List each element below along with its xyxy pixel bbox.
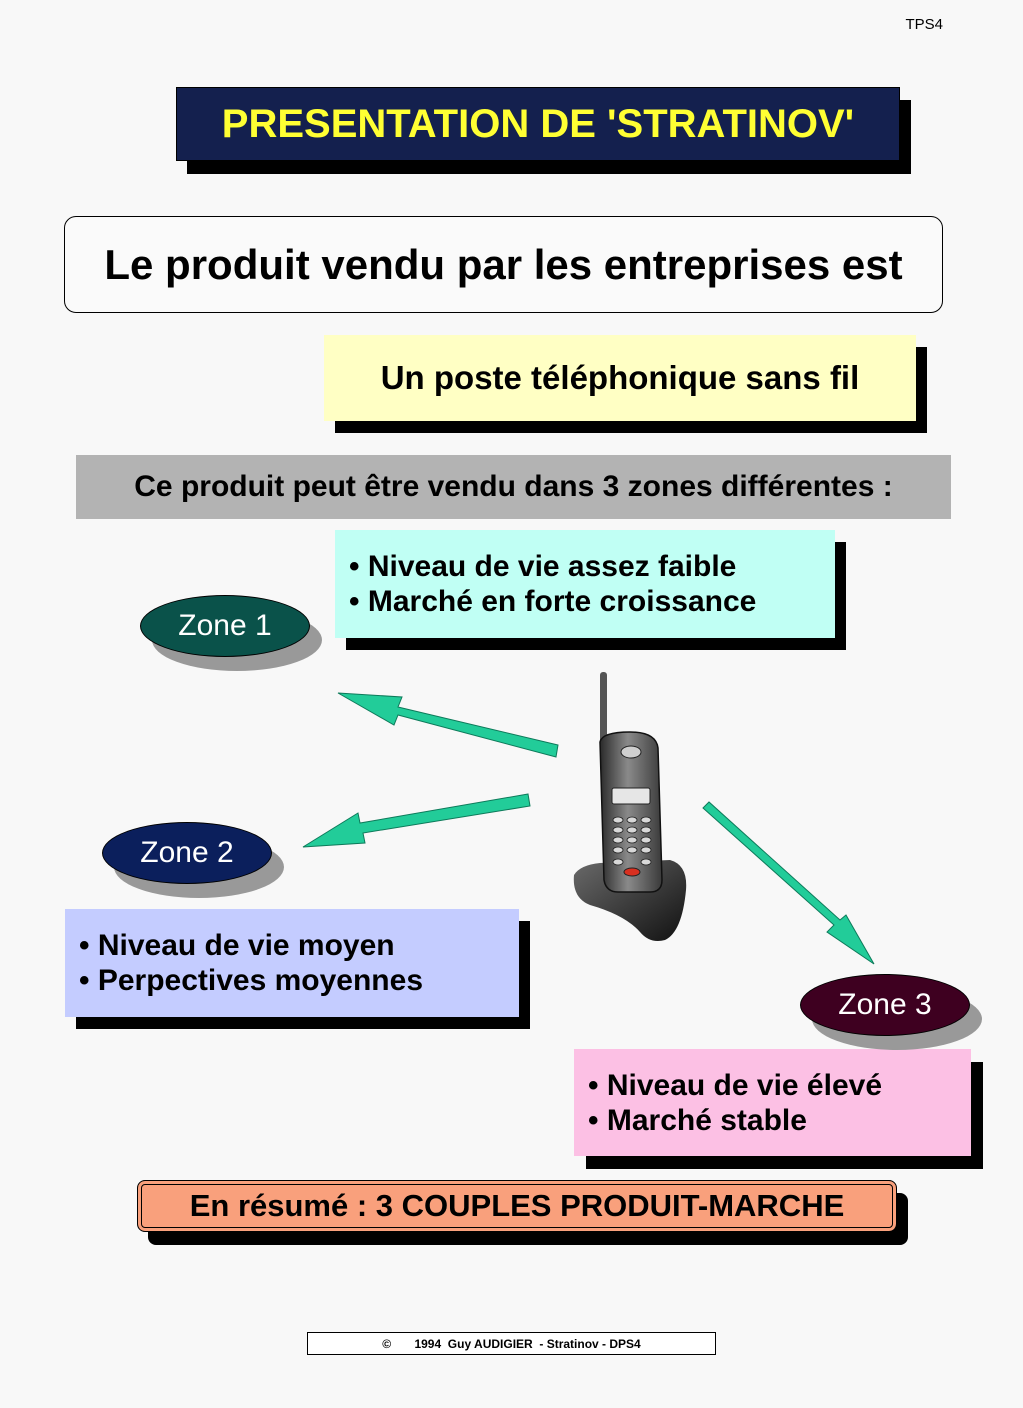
zone2-description: • Niveau de vie moyen • Perpectives moye… [65,909,519,1017]
zones-banner: Ce produit peut être vendu dans 3 zones … [76,455,951,519]
zone3-description: • Niveau de vie élevé • Marché stable [574,1049,971,1156]
arrow-to-zone2 [302,793,531,848]
copyright-footer: © 1994 Guy AUDIGIER - Stratinov - DPS4 [307,1332,716,1355]
arrow-to-zone1 [337,692,559,758]
page-code: TPS4 [905,16,943,33]
zone2-bullet: • Niveau de vie moyen [79,929,395,962]
zone1-bullet: • Niveau de vie assez faible [349,550,737,583]
product-box: Un poste téléphonique sans fil [324,335,916,421]
zone3-label: Zone 3 [800,974,970,1036]
intro-statement: Le produit vendu par les entreprises est [64,216,943,313]
zone1-bullet: • Marché en forte croissance [349,585,757,618]
zone3-bullet: • Marché stable [588,1103,807,1137]
cordless-phone-icon [573,672,687,941]
zone3-bullet: • Niveau de vie élevé [588,1068,883,1102]
zone2-label: Zone 2 [102,822,272,884]
arrow-to-zone3 [702,801,875,965]
zone1-label: Zone 1 [140,595,310,657]
summary-box: En résumé : 3 COUPLES PRODUIT-MARCHE [137,1180,897,1232]
page-title: PRESENTATION DE 'STRATINOV' [176,87,900,161]
zone2-bullet: • Perpectives moyennes [79,964,424,997]
zone1-description: • Niveau de vie assez faible • Marché en… [335,530,835,638]
